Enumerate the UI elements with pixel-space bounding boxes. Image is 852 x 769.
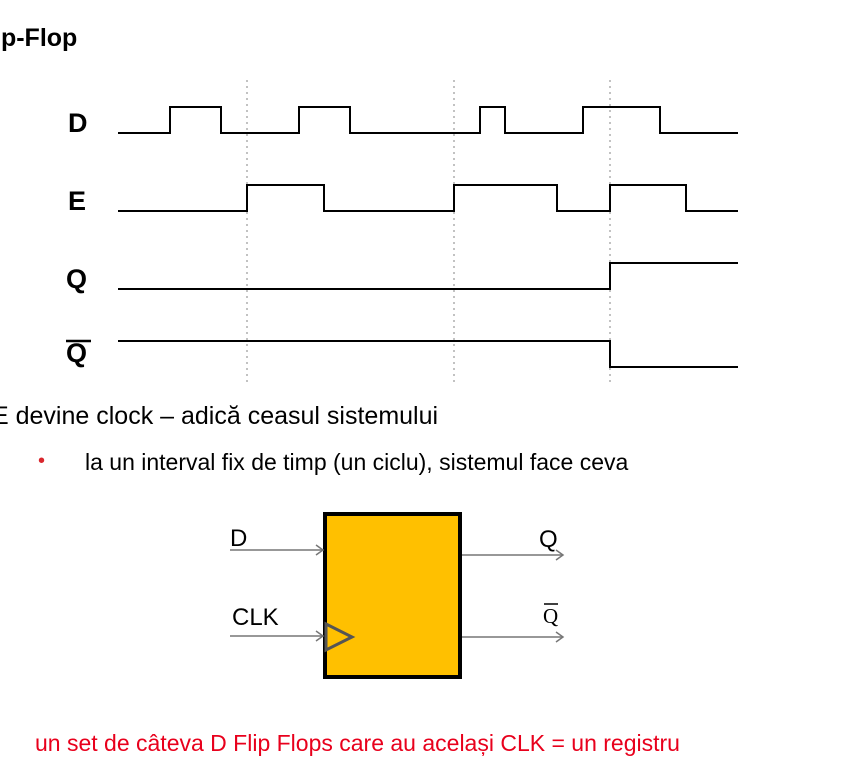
signal-label-q: Q	[66, 264, 88, 294]
waveform-qbar	[118, 340, 738, 368]
flipflop-output-q: Q	[539, 526, 558, 553]
arrow-qbar-icon	[555, 631, 565, 643]
clock-triangle-icon	[324, 621, 356, 653]
main-text: E devine clock – adică ceasul sistemului	[0, 402, 439, 430]
signal-label-qbar: Q	[66, 338, 88, 368]
signal-label-e: E	[68, 186, 87, 216]
waveform-q	[118, 262, 738, 290]
signal-label-d: D	[68, 108, 88, 138]
flipflop-box	[323, 512, 462, 679]
arrow-clk-icon	[315, 630, 325, 642]
waveforms	[118, 106, 738, 368]
flipflop-input-clk: CLK	[232, 604, 279, 631]
slide-title: ip-Flop	[0, 24, 78, 52]
waveform-d	[118, 106, 738, 134]
waveform-e	[118, 184, 738, 212]
arrow-q-icon	[555, 549, 565, 561]
flipflop-wires	[230, 544, 565, 643]
arrow-d-icon	[315, 544, 325, 556]
timing-markers	[246, 80, 611, 385]
bullet-dot-icon: •	[38, 450, 46, 472]
bullet-text: la un interval fix de timp (un ciclu), s…	[85, 449, 629, 475]
flipflop-input-d: D	[230, 525, 248, 552]
flipflop-output-qbar: Q	[543, 604, 559, 628]
footer-note: un set de câteva D Flip Flops care au ac…	[35, 730, 680, 756]
